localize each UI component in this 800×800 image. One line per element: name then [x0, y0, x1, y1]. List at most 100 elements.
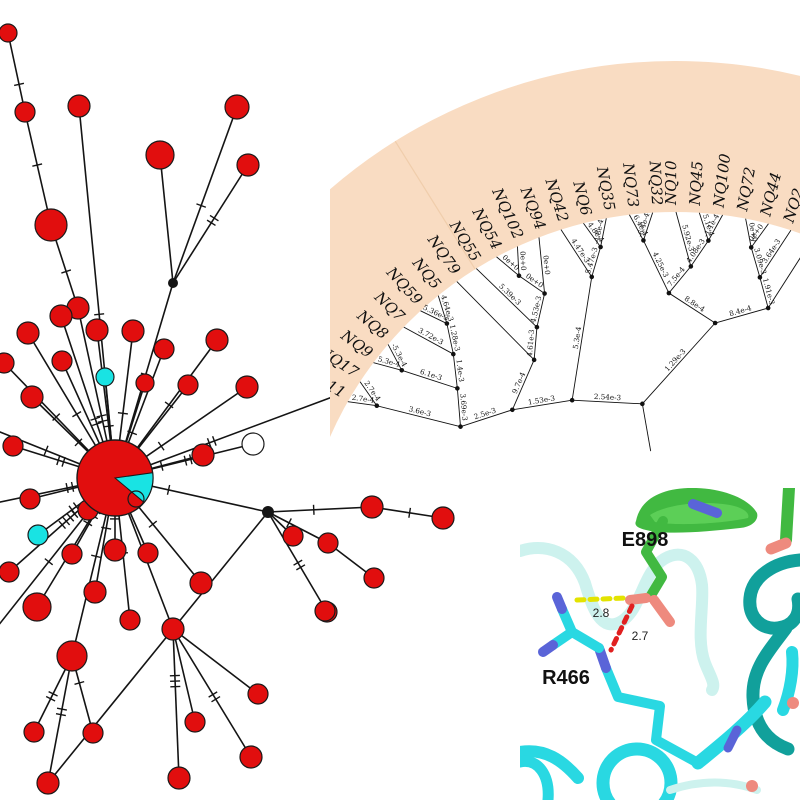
backbone-loop [596, 742, 678, 800]
mutation-tick [209, 214, 219, 222]
network-node [314, 600, 336, 622]
tree-branch [628, 214, 644, 241]
network-node [2, 435, 24, 457]
tree-label-band [330, 61, 800, 438]
network-edge [172, 164, 249, 284]
r466-guanidinium-c [567, 627, 604, 653]
r466-nitrogen-2 [538, 640, 558, 657]
network-edge [172, 628, 259, 695]
mutation-tick [408, 507, 412, 518]
tree-branch [571, 276, 593, 401]
tree-branch [591, 246, 602, 278]
green-strand-right [780, 488, 795, 546]
tree-branch [538, 237, 546, 294]
protein-structure-panel: E898 R466 2.8 2.7 [520, 488, 800, 800]
network-edge [172, 628, 180, 779]
mutation-tick [56, 455, 61, 466]
network-node [241, 432, 265, 456]
mutation-tick [94, 313, 105, 316]
mutation-tick [55, 712, 66, 717]
tree-root-edge [641, 403, 652, 452]
protein-panel-background [520, 488, 800, 800]
branch-length-label: 2.7e-4 [351, 393, 375, 405]
network-node [145, 140, 175, 170]
tree-branch [403, 326, 454, 355]
network-node [161, 617, 185, 641]
nitrogen-stick-top [688, 499, 722, 518]
mutation-tick [32, 163, 43, 167]
tree-branch [476, 268, 538, 328]
distance-label-2-8: 2.8 [593, 606, 610, 620]
network-node [236, 153, 260, 177]
network-node [189, 571, 213, 595]
oxygen-dot-bottom [746, 780, 758, 792]
network-node [0, 561, 20, 583]
network-node [431, 506, 455, 530]
tree-internal-node [451, 351, 456, 357]
tree-branch [642, 322, 716, 405]
network-node [153, 338, 175, 360]
residue-label-r466: R466 [542, 667, 590, 689]
tree-branch [437, 295, 448, 324]
tree-internal-node [399, 367, 405, 373]
network-node [282, 525, 304, 547]
mutation-tick [44, 558, 54, 566]
tree-branch [675, 211, 692, 267]
mutation-tick [183, 455, 188, 466]
mutation-tick [117, 412, 128, 415]
mutation-tick [43, 445, 49, 456]
tree-branch [511, 359, 535, 410]
branch-length-label: 2.54e-3 [594, 392, 622, 402]
branch-length-label: 0e+0 [541, 255, 552, 276]
branch-length-label: 0e+0 [747, 222, 760, 243]
network-node [103, 538, 127, 562]
tree-branch [600, 218, 607, 248]
network-node [20, 385, 44, 409]
tree-branch [698, 212, 709, 241]
network-node [167, 766, 191, 790]
tree-branch [643, 240, 670, 294]
tree-branch [759, 230, 792, 278]
tree-branch [518, 275, 545, 294]
tree-branch [767, 257, 800, 309]
network-edge [47, 655, 73, 784]
branch-length-label: 5.3e-4 [571, 325, 584, 349]
tree-branch [708, 214, 723, 241]
mutation-tick [90, 416, 101, 421]
network-edge [267, 511, 328, 613]
network-node [67, 94, 91, 118]
mutation-tick [296, 564, 306, 571]
mutation-tick [188, 454, 193, 465]
tree-branch [373, 362, 402, 371]
tree-branch [359, 381, 378, 406]
tree-branch [517, 246, 520, 276]
teal-ribbon-descender [746, 621, 795, 756]
network-edge [172, 106, 238, 284]
network-node [224, 94, 250, 120]
mutation-tick [66, 513, 75, 522]
network-node [137, 542, 159, 564]
mutation-tick [157, 441, 165, 451]
tree-branch [456, 388, 461, 427]
mutation-tick [14, 82, 25, 87]
network-node [262, 506, 274, 518]
green-helix-highlight [650, 503, 749, 525]
mutation-tick [97, 419, 108, 423]
mutation-tick [164, 401, 174, 409]
mutation-tick [92, 421, 102, 427]
tree-tip-label: NQ73 [619, 161, 642, 208]
network-node [56, 640, 88, 672]
tree-branch [690, 240, 709, 267]
network-node [82, 722, 104, 744]
tree-branch [750, 247, 761, 278]
network-edge [24, 111, 52, 226]
mutation-tick [208, 691, 218, 698]
mutation-tick [211, 436, 217, 446]
tree-branch [560, 229, 593, 278]
branch-length-label: 0e+0 [518, 251, 528, 271]
mutation-tick [96, 414, 107, 418]
network-edge [7, 32, 26, 113]
mutation-tick [211, 695, 221, 703]
